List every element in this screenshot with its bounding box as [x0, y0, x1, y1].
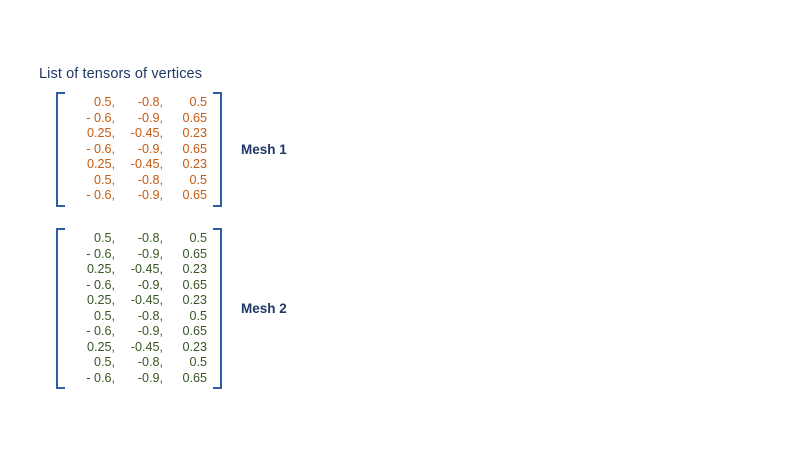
- matrix-cell: 0.23: [182, 293, 207, 307]
- matrix-cell: 0.5: [189, 172, 207, 187]
- matrix-row: - 0.6, -0.9, 0.65: [71, 142, 207, 158]
- right-bracket-icon: [213, 228, 222, 389]
- matrix-row: - 0.6, -0.9, 0.65: [71, 278, 207, 294]
- matrix-cell: 0.65: [182, 188, 207, 202]
- matrix-row: 0.25, -0.45, 0.23: [71, 340, 207, 356]
- mesh-1-label: Mesh 1: [241, 141, 287, 157]
- matrix-cell: 0.5: [189, 308, 207, 323]
- matrix-cell: -0.45,: [130, 262, 163, 276]
- matrix-row: 0.25, -0.45, 0.23: [71, 293, 207, 309]
- matrix-cell: -0.9,: [137, 324, 163, 338]
- matrix-row: 0.25, -0.45, 0.23: [71, 157, 207, 173]
- page-title: List of tensors of vertices: [39, 66, 203, 82]
- matrix-row: - 0.6, -0.9, 0.65: [71, 188, 207, 204]
- matrix-cell: 0.25,: [86, 293, 115, 307]
- matrix-row: - 0.6, -0.9, 0.65: [71, 324, 207, 340]
- matrix-row: 0.25, -0.45, 0.23: [71, 126, 207, 142]
- matrix-row: 0.5, -0.8, 0.5: [71, 355, 207, 371]
- matrix-cell: -0.45,: [130, 339, 163, 354]
- matrix-row: 0.5, -0.8, 0.5: [71, 309, 207, 325]
- matrix-cell: -0.8,: [137, 172, 163, 187]
- matrix-cell: -0.9,: [137, 141, 163, 156]
- left-bracket-icon: [56, 228, 65, 389]
- matrix-cell: 0.65: [182, 324, 207, 338]
- matrix-cell: 0.65: [182, 277, 207, 292]
- mesh-2-label: Mesh 2: [241, 301, 287, 316]
- matrix-cell: -0.9,: [137, 188, 163, 202]
- matrix-cell: 0.5,: [93, 95, 115, 109]
- matrix-cell: -0.8,: [137, 95, 163, 109]
- matrix-row: - 0.6, -0.9, 0.65: [71, 111, 207, 127]
- matrix-cell: -0.9,: [137, 277, 163, 292]
- matrix-cell: - 0.6,: [86, 188, 115, 202]
- matrix-cell: 0.23: [182, 262, 207, 276]
- matrix-cell: 0.65: [182, 110, 207, 125]
- matrix-row: - 0.6, -0.9, 0.65: [71, 371, 207, 387]
- matrix-cell: 0.65: [182, 370, 207, 385]
- matrix-cell: -0.9,: [137, 110, 163, 125]
- matrix-cell: 0.65: [182, 141, 207, 156]
- matrix-cell: -0.45,: [130, 157, 163, 171]
- matrix-cell: -0.45,: [130, 126, 163, 140]
- matrix-cell: 0.5: [189, 355, 207, 369]
- matrix-cell: 0.5: [189, 95, 207, 109]
- matrix-cell: 0.25,: [86, 339, 115, 354]
- matrix-cell: -0.45,: [130, 293, 163, 307]
- matrix-cell: 0.5,: [93, 308, 115, 323]
- matrix-cell: 0.65: [182, 246, 207, 261]
- matrix-cell: 0.5: [189, 231, 207, 245]
- matrix-cell: 0.5,: [93, 355, 115, 369]
- matrix-cell: - 0.6,: [86, 141, 115, 156]
- matrix-row: 0.25, -0.45, 0.23: [71, 262, 207, 278]
- matrix-cell: -0.9,: [137, 370, 163, 385]
- matrix-cell: - 0.6,: [86, 246, 115, 261]
- matrix-cell: 0.23: [182, 339, 207, 354]
- matrix-cell: 0.23: [182, 157, 207, 171]
- matrix-row: - 0.6, -0.9, 0.65: [71, 247, 207, 263]
- matrix-cell: -0.8,: [137, 231, 163, 245]
- matrix-cell: - 0.6,: [86, 370, 115, 385]
- matrix-cell: 0.25,: [86, 126, 115, 140]
- matrix-cell: -0.8,: [137, 308, 163, 323]
- matrix-cell: - 0.6,: [86, 277, 115, 292]
- right-bracket-icon: [213, 92, 222, 207]
- matrix-row: 0.5, -0.8, 0.5: [71, 95, 207, 111]
- matrix-cell: - 0.6,: [86, 110, 115, 125]
- matrix-cell: 0.25,: [86, 262, 115, 276]
- matrix-cell: 0.5,: [93, 231, 115, 245]
- matrix-row: 0.5, -0.8, 0.5: [71, 231, 207, 247]
- matrix-cell: 0.5,: [93, 172, 115, 187]
- matrix-cell: - 0.6,: [86, 324, 115, 338]
- matrix-cell: -0.8,: [137, 355, 163, 369]
- matrix-row: 0.5, -0.8, 0.5: [71, 173, 207, 189]
- matrix-cell: -0.9,: [137, 246, 163, 261]
- left-bracket-icon: [56, 92, 65, 207]
- matrix-cell: 0.23: [182, 126, 207, 140]
- matrix-cell: 0.25,: [86, 157, 115, 171]
